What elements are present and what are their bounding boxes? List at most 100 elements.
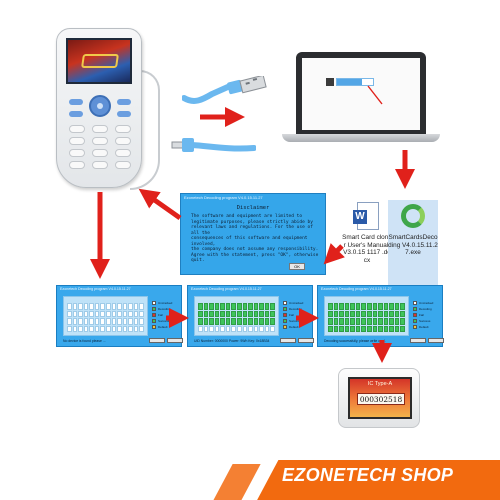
legend-swatch <box>283 319 287 323</box>
sector-cell <box>400 310 405 317</box>
sector-cell <box>89 325 94 332</box>
sector-cell <box>203 303 209 310</box>
start-button[interactable] <box>410 338 426 343</box>
sector-cell <box>139 318 144 325</box>
legend-label: Decoding <box>289 307 302 311</box>
sector-cell <box>67 303 72 310</box>
sector-cell <box>100 325 105 332</box>
sector-cell <box>128 303 133 310</box>
sector-cell <box>361 303 366 310</box>
sector-cell <box>100 303 105 310</box>
sector-cell <box>89 303 94 310</box>
sector-cell <box>259 303 264 310</box>
sector-cell <box>106 318 111 325</box>
sector-cell <box>333 318 339 325</box>
sector-cell <box>106 325 111 332</box>
device-left-key <box>69 99 83 105</box>
dialog-body: The software and equipment are limited t… <box>181 211 325 264</box>
sector-cell <box>378 325 383 332</box>
sector-cell <box>220 310 225 317</box>
sector-cell <box>209 318 214 325</box>
sector-cell <box>133 325 139 332</box>
sector-cell <box>372 303 378 310</box>
user-manual-file[interactable]: W Smart Card cloner User's Manual-V3.0.1… <box>342 200 392 264</box>
sector-cell <box>355 310 361 317</box>
device-right-key <box>117 99 131 105</box>
legend-swatch <box>413 319 417 323</box>
legend-item: Uncracked <box>413 300 441 306</box>
sector-cell <box>237 310 242 317</box>
sector-cell <box>328 310 333 317</box>
sector-cell <box>231 310 236 317</box>
sector-cell <box>344 310 350 317</box>
exit-button[interactable] <box>298 338 314 343</box>
legend-label: Fail <box>158 313 163 317</box>
legend-item: Default <box>283 324 311 330</box>
sector-cell <box>122 325 128 332</box>
sector-cell <box>198 325 203 332</box>
sector-cell <box>367 310 372 317</box>
window-title: Ezonetech Decoding program V4.0.15.11.27 <box>191 287 262 291</box>
sector-cell <box>333 310 339 317</box>
sector-cell <box>203 318 209 325</box>
sector-cell <box>372 310 378 317</box>
sector-cell <box>214 310 220 317</box>
card-id-value: 000302518 <box>357 393 405 405</box>
device-right-key-2 <box>117 111 131 117</box>
sector-cell <box>203 325 209 332</box>
sector-cell <box>367 318 372 325</box>
sector-cell <box>242 310 248 317</box>
exit-button[interactable] <box>428 338 444 343</box>
laptop <box>296 52 426 134</box>
sector-cell <box>400 303 405 310</box>
sector-cell <box>242 318 248 325</box>
sector-cell <box>78 310 83 317</box>
sector-cell <box>264 318 270 325</box>
result-display-device: IC Type-A 000302518 <box>338 368 420 428</box>
sector-cell <box>231 325 236 332</box>
legend-label: Success <box>158 319 170 323</box>
decoding-program-file[interactable]: SmartCardsDecoding V4.0.15.11.27.exe <box>388 200 438 292</box>
sector-cell <box>270 318 275 325</box>
sector-cell <box>242 303 248 310</box>
sector-cell <box>83 318 89 325</box>
sector-cell <box>270 310 275 317</box>
sector-cell <box>350 303 355 310</box>
legend-item: Decoding <box>413 306 441 312</box>
sector-cell <box>350 310 355 317</box>
start-button[interactable] <box>149 338 165 343</box>
legend-item: Fail <box>152 312 180 318</box>
sector-cell <box>133 310 139 317</box>
legend-swatch <box>152 307 156 311</box>
legend-label: Decoding <box>158 307 171 311</box>
sector-cell <box>220 325 225 332</box>
sector-cell <box>94 318 100 325</box>
card-type-label: IC Type-A <box>367 381 393 387</box>
arrow-files-to-dialog <box>323 243 345 265</box>
dialog-line: quit. <box>191 258 205 263</box>
exit-button[interactable] <box>167 338 183 343</box>
start-button[interactable] <box>280 338 296 343</box>
sector-cell <box>248 310 253 317</box>
legend-label: Default <box>158 325 168 329</box>
legend-swatch <box>152 313 156 317</box>
sector-cell <box>253 310 259 317</box>
sector-cell <box>361 310 366 317</box>
sector-cell <box>264 303 270 310</box>
sector-cell <box>128 325 133 332</box>
sector-cell <box>94 325 100 332</box>
sector-cell <box>378 303 383 310</box>
sector-cell <box>237 318 242 325</box>
sector-cell <box>378 310 383 317</box>
legend-item: Success <box>413 318 441 324</box>
sector-cell <box>248 325 253 332</box>
sector-cell <box>264 325 270 332</box>
sector-cell <box>225 310 231 317</box>
sector-cell <box>83 303 89 310</box>
sector-cell <box>89 310 94 317</box>
sector-cell <box>139 303 144 310</box>
sector-cell <box>350 325 355 332</box>
disclaimer-dialog: Ezonetech Decoding program V4.0.15.11.27… <box>180 193 326 275</box>
ok-button[interactable]: OK <box>289 263 305 270</box>
sector-cell <box>350 318 355 325</box>
